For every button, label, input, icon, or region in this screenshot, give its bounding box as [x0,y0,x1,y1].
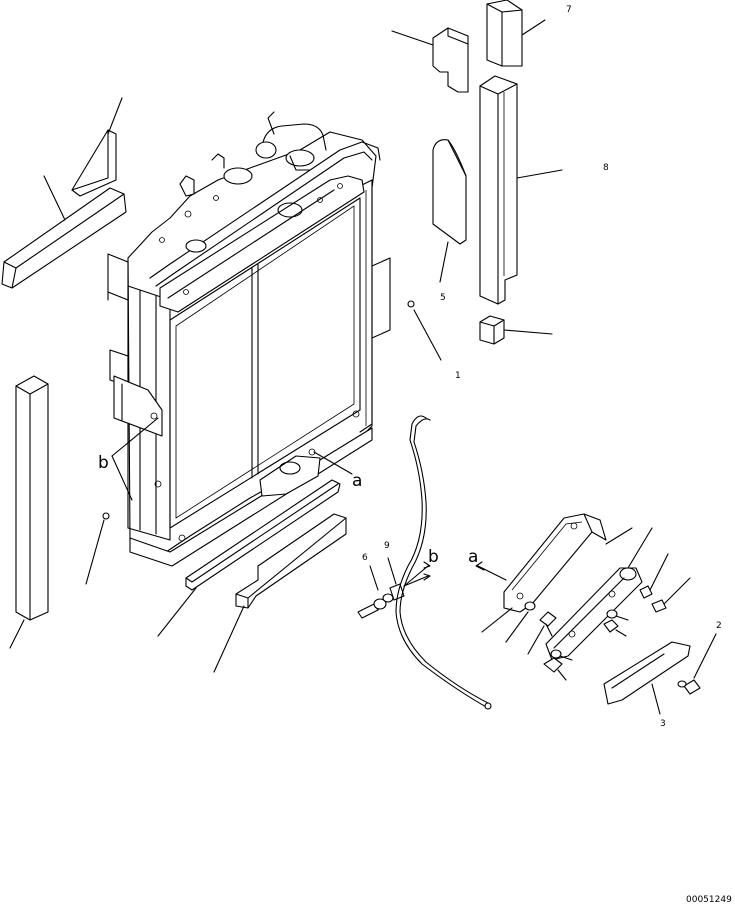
bolt-icon [639,585,653,599]
part-mark-6: 6 [362,553,368,563]
part-mark-9: 9 [384,541,390,551]
leader-line [615,615,629,621]
triangular-seal-part [71,129,117,197]
mounting-bracket-part [503,513,607,613]
part-mark-8: 8 [603,163,609,173]
part-mark-1: 1 [455,371,461,381]
part-mark-7: 7 [566,5,572,15]
radiator-assembly [102,111,391,567]
arrow-icon [475,561,485,571]
leader-line [107,97,123,135]
washer-icon [677,680,687,688]
leader-line [439,241,449,283]
nut-icon [603,619,619,633]
bottom-thin-seal-part [185,479,341,591]
leader-line [477,565,507,581]
rounded-pad-part [432,139,467,245]
leader-line [693,633,717,679]
drain-hose-part [389,415,492,710]
leader-line [605,527,633,545]
leader-line [9,619,25,649]
drawing-code: 00051249 [686,895,732,905]
arrow-icon [423,573,431,581]
long-seal-part [1,187,127,289]
leader-line [615,629,627,637]
leader-line [413,309,442,361]
leader-line [505,611,529,643]
callout-b-hose: b [428,547,439,567]
leader-line [503,329,553,335]
tall-channel-part [479,75,518,305]
nut-icon [543,657,563,673]
leader-line [557,669,567,681]
part-mark-3: 3 [660,719,666,729]
washer-icon [606,609,618,619]
washer-icon [524,601,536,611]
leader-line [521,19,546,36]
notched-block-part [432,27,469,93]
leader-line [663,577,691,605]
leader-line [213,605,245,673]
bolt-icon [407,300,415,308]
seal-block-part [486,0,523,67]
leader-line [559,655,573,661]
leader-line [391,30,434,46]
leader-line [516,169,563,179]
leader-line [111,417,159,457]
leader-line [313,451,353,475]
leader-line [527,625,545,655]
cube-part [479,315,505,345]
callout-a-bracket: a [468,547,478,567]
leader-line [157,587,197,637]
leader-line [43,175,66,221]
callout-a: a [352,471,362,491]
leader-line [627,527,653,569]
part-mark-5: 5 [440,293,446,303]
leader-line [651,683,661,715]
bolt-icon [683,679,701,695]
arrow-icon [423,561,431,569]
leader-line [111,455,133,501]
hose-clamp-bolt [357,593,394,619]
leader-line [403,565,429,587]
leader-line [649,553,669,591]
bolt-icon [651,599,667,613]
leader-line [369,565,379,591]
support-arm-part [545,567,643,661]
cover-plate-part [603,641,691,705]
bottom-block-seal-part [235,513,347,609]
leader-line [85,519,105,585]
leader-line [387,557,397,585]
leader-line [403,575,429,587]
bracket-bolt [539,611,557,637]
callout-b: b [98,453,109,473]
part-mark-2: 2 [716,621,722,631]
washer-icon [550,649,562,659]
leader-line [481,607,513,633]
left-tall-block-part [15,375,49,621]
